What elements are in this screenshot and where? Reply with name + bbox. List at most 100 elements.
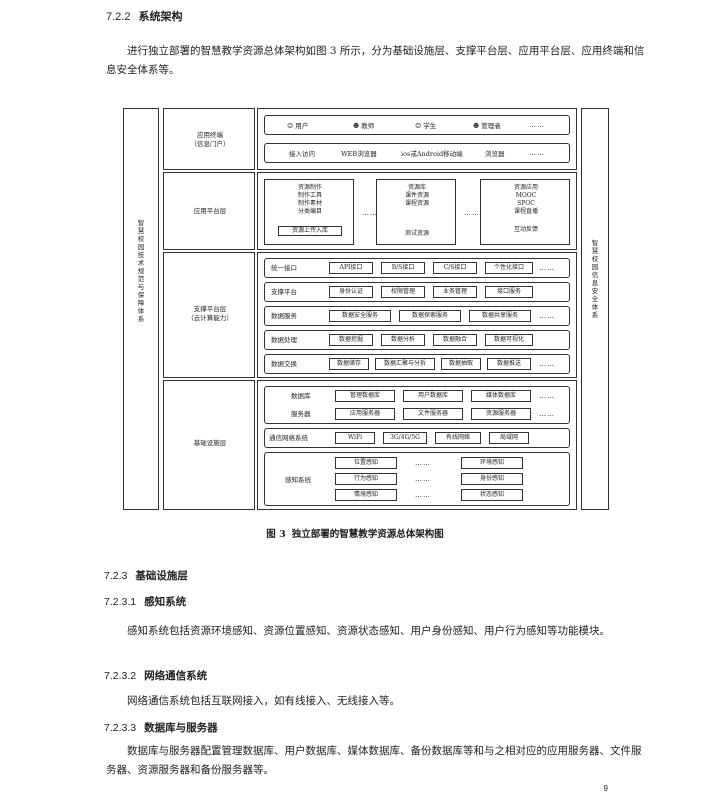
user-role-admin: ☻管理者 [473,122,501,130]
subsection-heading: 7.2.3.1 感知系统 [104,594,186,609]
subsection-number: 7.2.3.3 [104,722,137,734]
support-cell: B/S接口 [381,262,425,274]
layer-app-label: 应用平台层 [193,207,227,215]
infra-network-row: 通信网络系统 WiFi 3G/4G/5G 有线网络 局域网 [264,428,570,448]
app-g3-item: MOOC [515,192,537,199]
support-cell: 数据推送 [487,358,531,370]
db-cell: 用户数据库 [403,390,463,402]
user-role-student: ☺学生 [415,122,437,130]
server-cell: 资源服务器 [471,408,531,420]
access-web: WEB浏览器 [341,150,377,158]
support-row: 支撑平台 身份认证 权限管理 业务管理 接口服务 [264,282,570,302]
sensing-cell: 环境感知 [461,457,523,469]
page-number: 9 [603,784,608,793]
right-pillar-label: 智慧校园信息安全体系 [591,239,599,319]
support-cell: 数据储存 [329,358,369,370]
db-label: 数据库 [291,392,311,400]
terminal-area: ☺用户 ☻教师 ☺学生 ☻管理者 …… 接入访问 WEB浏览器 ios或Andr… [257,108,577,170]
subsection-title: 感知系统 [144,596,187,608]
support-cell: 个性化接口 [485,262,533,274]
figure-caption: 图 3 独立部署的智慧教学资源总体架构图 [0,526,710,540]
paragraph-sensing: 感知系统包括资源环境感知、资源位置感知、资源状态感知、用户身份感知、用户行为感知… [127,625,610,637]
app-g1-item: 资源制作 [297,184,322,191]
support-dots: …… [539,264,555,272]
terminal-more: …… [529,121,545,129]
right-pillar: 智慧校园信息安全体系 [581,108,609,510]
app-group-library: 资源库 课件资源 课程资源 测试资源 [376,179,456,245]
app-g2-item: 课程资源 [404,200,429,207]
access-more: …… [529,149,545,157]
layer-infra-label: 基础设施层 [193,439,227,447]
network-cell: 有线网络 [435,432,481,444]
sensing-dots: …… [415,475,431,483]
section-title: 基础设施层 [135,570,188,582]
section-number: 7.2.3 [104,570,128,582]
sensing-cell: 行为感知 [335,473,397,485]
db-cell: 管理数据库 [335,390,395,402]
support-row: 统一接口 API接口 B/S接口 C/S接口 个性化接口 …… [264,258,570,278]
support-area: 统一接口 API接口 B/S接口 C/S接口 个性化接口 …… 支撑平台 身份认… [257,252,577,378]
network-label: 通信网络系统 [269,434,308,442]
server-cell: 文件服务器 [403,408,463,420]
figure-caption-text: 独立部署的智慧教学资源总体架构图 [291,529,444,540]
subsection-title: 数据库与服务器 [144,722,218,734]
server-dots: …… [539,410,555,418]
infra-area: 数据库 管理数据库 用户数据库 媒体数据库 …… 服务器 应用服务器 文件服务器… [257,380,577,510]
sensing-cell: 身份感知 [461,473,523,485]
network-cell: 3G/4G/5G [383,432,427,444]
support-cell: 数据抽取 [441,358,481,370]
app-g1-item: 制作工具 [297,192,322,199]
sensing-cell: 位置感知 [335,457,397,469]
support-cell: 数据共享服务 [469,310,531,322]
app-g2-item: 课件资源 [404,192,429,199]
user-icon: ☺ [287,122,294,130]
sensing-cell: 情境感知 [335,489,397,501]
support-cell: 数据融合 [433,334,477,346]
admin-icon: ☻ [473,122,480,130]
section-heading: 7.2.2 系统架构 [106,8,182,24]
support-dots: …… [539,360,555,368]
layer-terminal: 应用终端 （信息门户） [163,108,255,170]
support-row-label: 统一接口 [271,264,297,272]
support-cell: 数据挖掘 [329,334,373,346]
sensing-cell: 状态感知 [461,489,523,501]
support-cell: C/S接口 [433,262,477,274]
section-title: 系统架构 [138,10,183,23]
support-row: 数据处理 数据挖掘 数据分析 数据融合 数据可视化 [264,330,570,350]
left-pillar: 智慧校园技术规范与保障体系 [123,108,159,510]
subsection-heading: 7.2.3.3 数据库与服务器 [104,720,218,735]
sensing-dots: …… [415,491,431,499]
subsection-number: 7.2.3.1 [104,596,137,608]
subsection-title: 网络通信系统 [144,670,208,682]
support-cell: 权限管理 [381,286,425,298]
sensing-dots: …… [415,459,431,467]
support-cell: 数据可视化 [485,334,533,346]
support-cell: 数据探索服务 [399,310,461,322]
figure-number: 图 3 [266,529,286,540]
app-g1-item: 资源上传入库 [278,226,342,236]
support-cell: 数据汇聚与分拆 [375,358,435,370]
app-g3-item: SPOC [517,200,535,207]
paragraph-database: 数据库与服务器配置管理数据库、用户数据库、媒体数据库、备份数据库等和与之相对应的… [106,745,642,776]
support-row-label: 数据处理 [271,336,297,344]
user-role-user: ☺用户 [287,122,309,130]
section-number: 7.2.2 [106,11,131,23]
db-cell: 媒体数据库 [471,390,531,402]
server-label: 服务器 [291,410,311,418]
support-cell: 身份认证 [329,286,373,298]
app-g1-item: 分类编目 [297,208,322,215]
teacher-icon: ☻ [353,122,360,130]
left-pillar-label: 智慧校园技术规范与保障体系 [137,219,145,323]
support-cell: 数据分析 [381,334,425,346]
app-area: 资源制作 制作工具 制作素材 分类编目 资源上传入库 …… 资源库 课件资源 课… [257,172,577,250]
section-heading: 7.2.3 基础设施层 [104,568,188,583]
layer-app: 应用平台层 [163,172,255,250]
app-g1-item: 制作素材 [297,200,322,207]
support-dots: …… [539,312,555,320]
access-label: 接入访问 [289,150,315,158]
infra-sensing-row: 感知系统 位置感知 行为感知 情境感知 …… …… …… 环境感知 身份感知 状… [264,452,570,506]
db-dots: …… [539,392,555,400]
access-browser: 浏览器 [485,150,505,158]
